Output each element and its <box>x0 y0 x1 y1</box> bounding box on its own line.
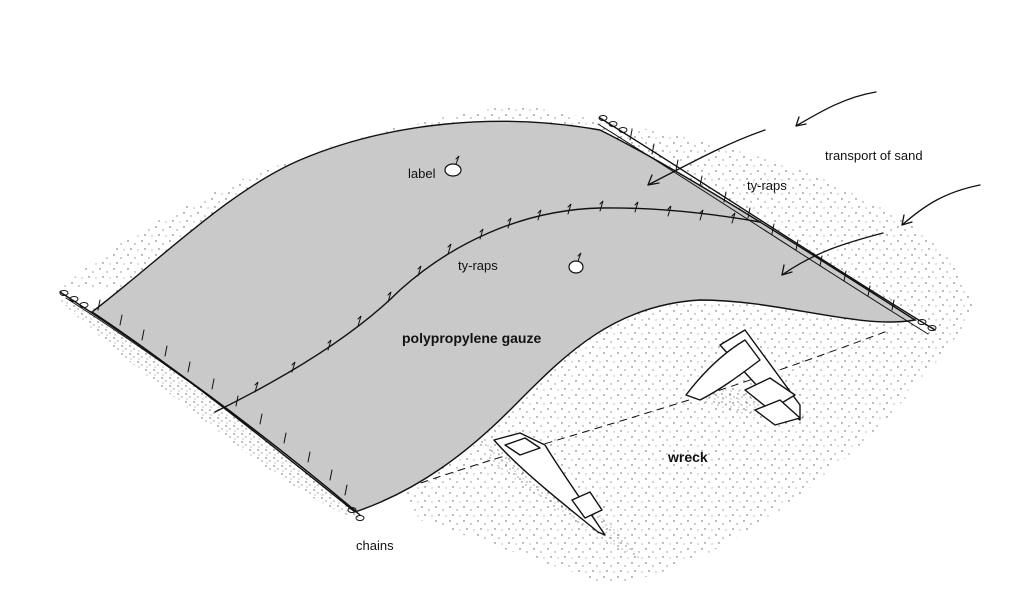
chains-label: chains <box>356 538 394 553</box>
wreck-part-right <box>685 329 801 426</box>
polypropylene-gauze-label: polypropylene gauze <box>402 330 541 346</box>
tyraps-left-edge <box>97 299 348 496</box>
tyraps-label-top: ty-raps <box>747 178 787 193</box>
label-label: label <box>408 166 436 181</box>
wreck-part-left <box>493 432 606 536</box>
label-tag-icon <box>444 155 462 177</box>
tyraps-right-edge <box>629 129 895 311</box>
arrows-transport-of-sand <box>647 91 981 276</box>
chain-right <box>597 115 937 335</box>
label-tag-icon <box>568 252 584 274</box>
wreck-outline-dashed <box>359 329 891 506</box>
gauze-seam <box>214 207 761 413</box>
transport-of-sand-label: transport of sand <box>825 148 923 163</box>
chain-left <box>59 290 365 521</box>
tyraps-seam <box>254 200 736 393</box>
wreck-label: wreck <box>667 449 708 465</box>
polypropylene-gauze <box>90 120 917 513</box>
tyraps-label-middle: ty-raps <box>458 258 498 273</box>
